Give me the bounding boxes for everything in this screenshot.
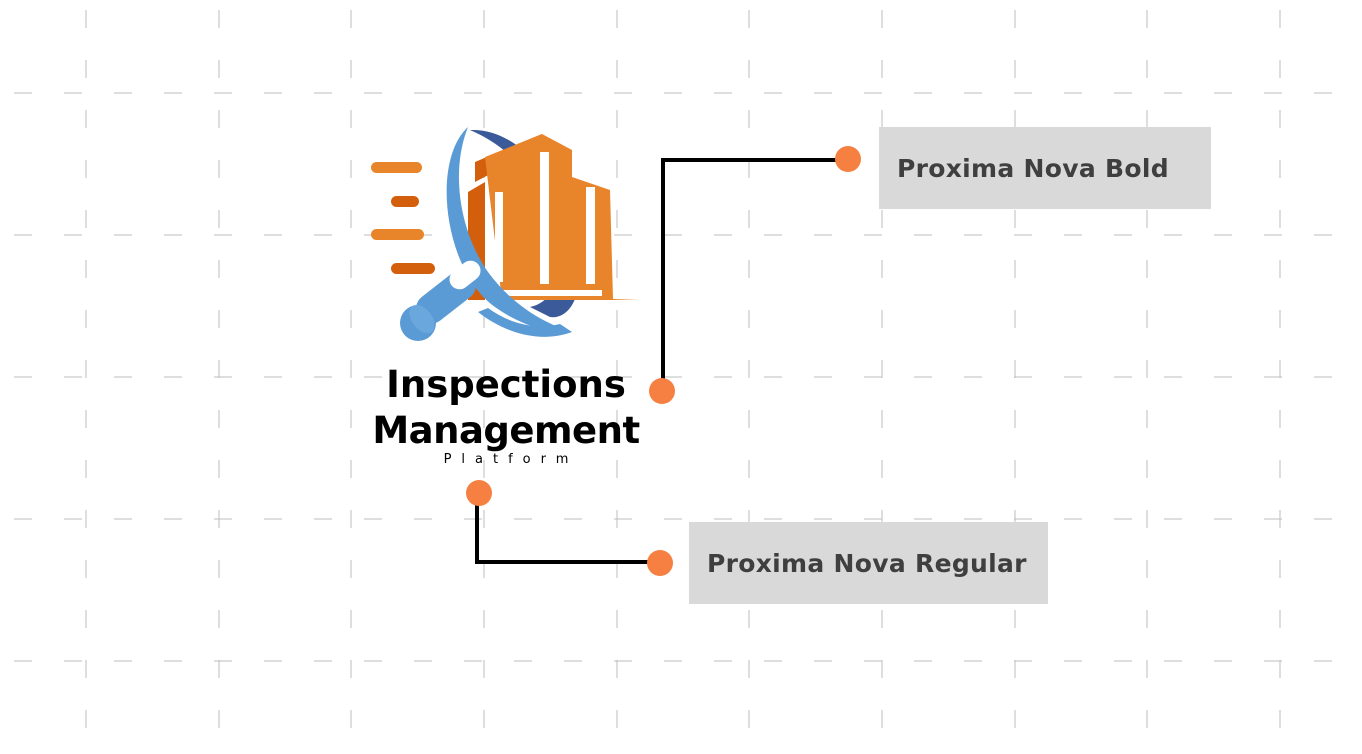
building-magnifier-icon bbox=[371, 127, 638, 341]
magnifier-handle bbox=[400, 260, 481, 341]
heading-font-label: Proxima Nova Bold bbox=[879, 127, 1211, 209]
logo-title-line1: Inspections bbox=[386, 363, 626, 406]
speed-lines bbox=[371, 162, 435, 274]
building bbox=[468, 134, 638, 300]
logo-title-line2: Management bbox=[372, 409, 640, 452]
body-font-label: Proxima Nova Regular bbox=[689, 522, 1048, 604]
heading-font-label-text: Proxima Nova Bold bbox=[897, 153, 1169, 183]
body-font-label-text: Proxima Nova Regular bbox=[707, 548, 1027, 578]
logo-subtitle: Platform bbox=[443, 452, 579, 467]
